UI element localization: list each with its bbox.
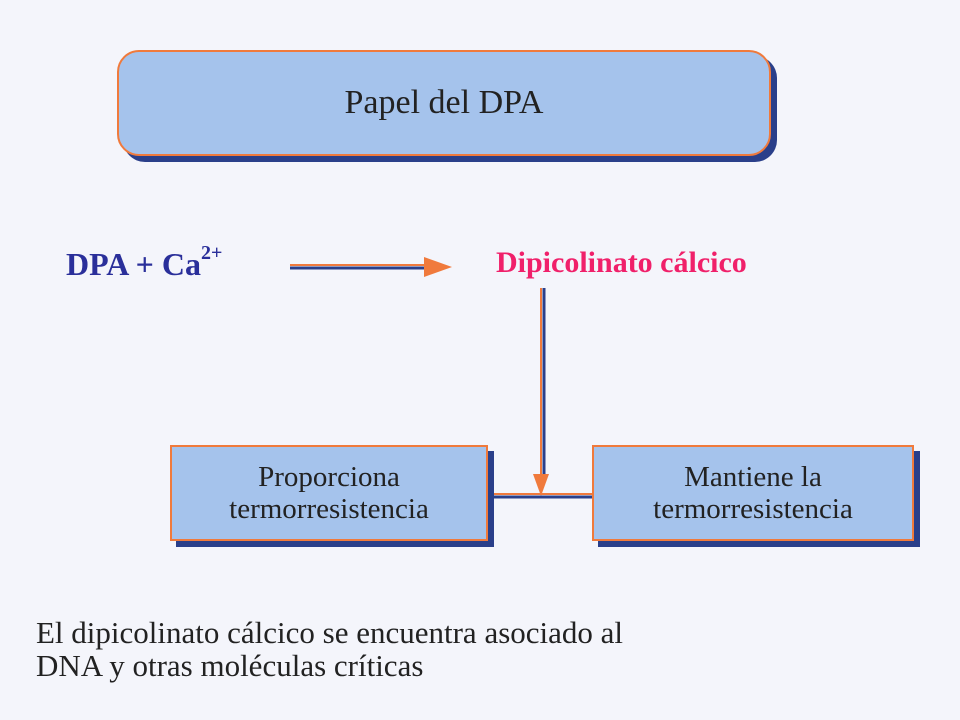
effect-right-line1: Mantiene la (684, 461, 822, 493)
effect-box-left: Proporciona termorresistencia (170, 445, 488, 541)
reaction-arrow-head (424, 257, 452, 277)
reactants-text: DPA + Ca (66, 246, 201, 282)
footnote: El dipicolinato cálcico se encuentra aso… (36, 616, 936, 682)
calcium-charge: 2+ (200, 242, 223, 265)
title-box: Papel del DPA (117, 50, 771, 156)
effect-right-line2: termorresistencia (653, 493, 853, 525)
effect-left-line2: termorresistencia (229, 493, 429, 525)
effect-box-right: Mantiene la termorresistencia (592, 445, 914, 541)
down-arrow-head (533, 474, 549, 496)
footnote-line2: DNA y otras moléculas críticas (36, 648, 424, 683)
effect-left-line1: Proporciona (258, 461, 400, 493)
footnote-line1: El dipicolinato cálcico se encuentra aso… (36, 615, 624, 650)
reaction-reactants: DPA + Ca2+ (66, 242, 222, 283)
reaction-product: Dipicolinato cálcico (496, 246, 747, 279)
diagram-title: Papel del DPA (344, 84, 544, 121)
